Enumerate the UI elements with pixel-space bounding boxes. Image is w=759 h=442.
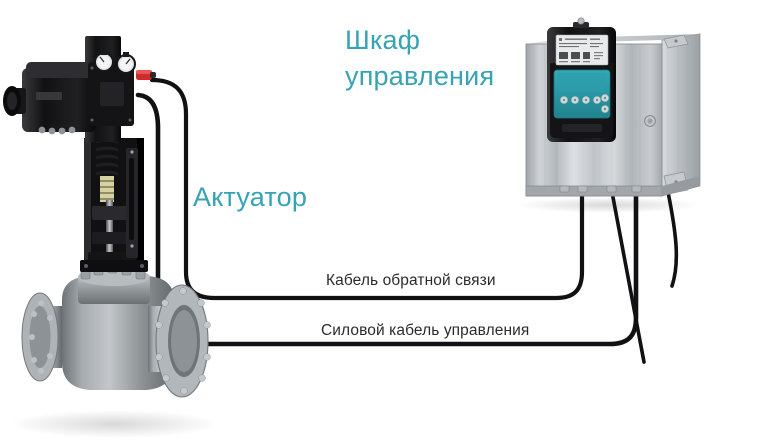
pressure-gauges [94, 50, 136, 74]
yoke-base [80, 260, 148, 272]
cabinet-door-lock [644, 115, 656, 127]
travel-scale [100, 176, 114, 202]
actuator-fittings [38, 126, 76, 135]
hmi-bottom-lip [562, 124, 602, 132]
cabinet-hmi-panel[interactable] [553, 69, 611, 119]
hmi-hinge [573, 22, 589, 28]
cable-glands [559, 185, 642, 193]
cabinet-right-cable [666, 190, 679, 288]
cabinet-title: Шкаф управления [345, 22, 494, 94]
cabinet-nameplate [555, 34, 609, 66]
cabinet-bottom-edge [525, 185, 663, 197]
valve-right-bolts [155, 287, 211, 395]
cable-connector [136, 70, 156, 80]
actuator-yoke [80, 138, 148, 272]
cabinet-title-line1: Шкаф [345, 25, 421, 55]
control-cabinet [525, 17, 701, 197]
power-cable-label: Силовой кабель управления [321, 322, 530, 339]
feedback-cable-label: Кабель обратной связи [326, 272, 496, 289]
pneumatic-actuator [3, 36, 156, 142]
cabinet-side-panel [661, 33, 701, 197]
actuator-title: Актуатор [193, 182, 308, 212]
valve-body [62, 276, 174, 390]
valve-stem [106, 200, 113, 258]
actuator-brandmark [36, 92, 62, 100]
valve-shadow [10, 410, 220, 438]
hmi-display [558, 73, 606, 92]
cabinet-shadow [516, 197, 700, 213]
control-valve [21, 257, 211, 398]
valve-actuator-assembly [3, 36, 211, 398]
actuator-end-cap [3, 86, 26, 116]
hmi-hinge-screw [577, 17, 585, 25]
cabinet-drop-cable [610, 190, 646, 364]
valve-left-bolts [29, 300, 53, 374]
cabinet-title-line2: управления [345, 61, 495, 91]
